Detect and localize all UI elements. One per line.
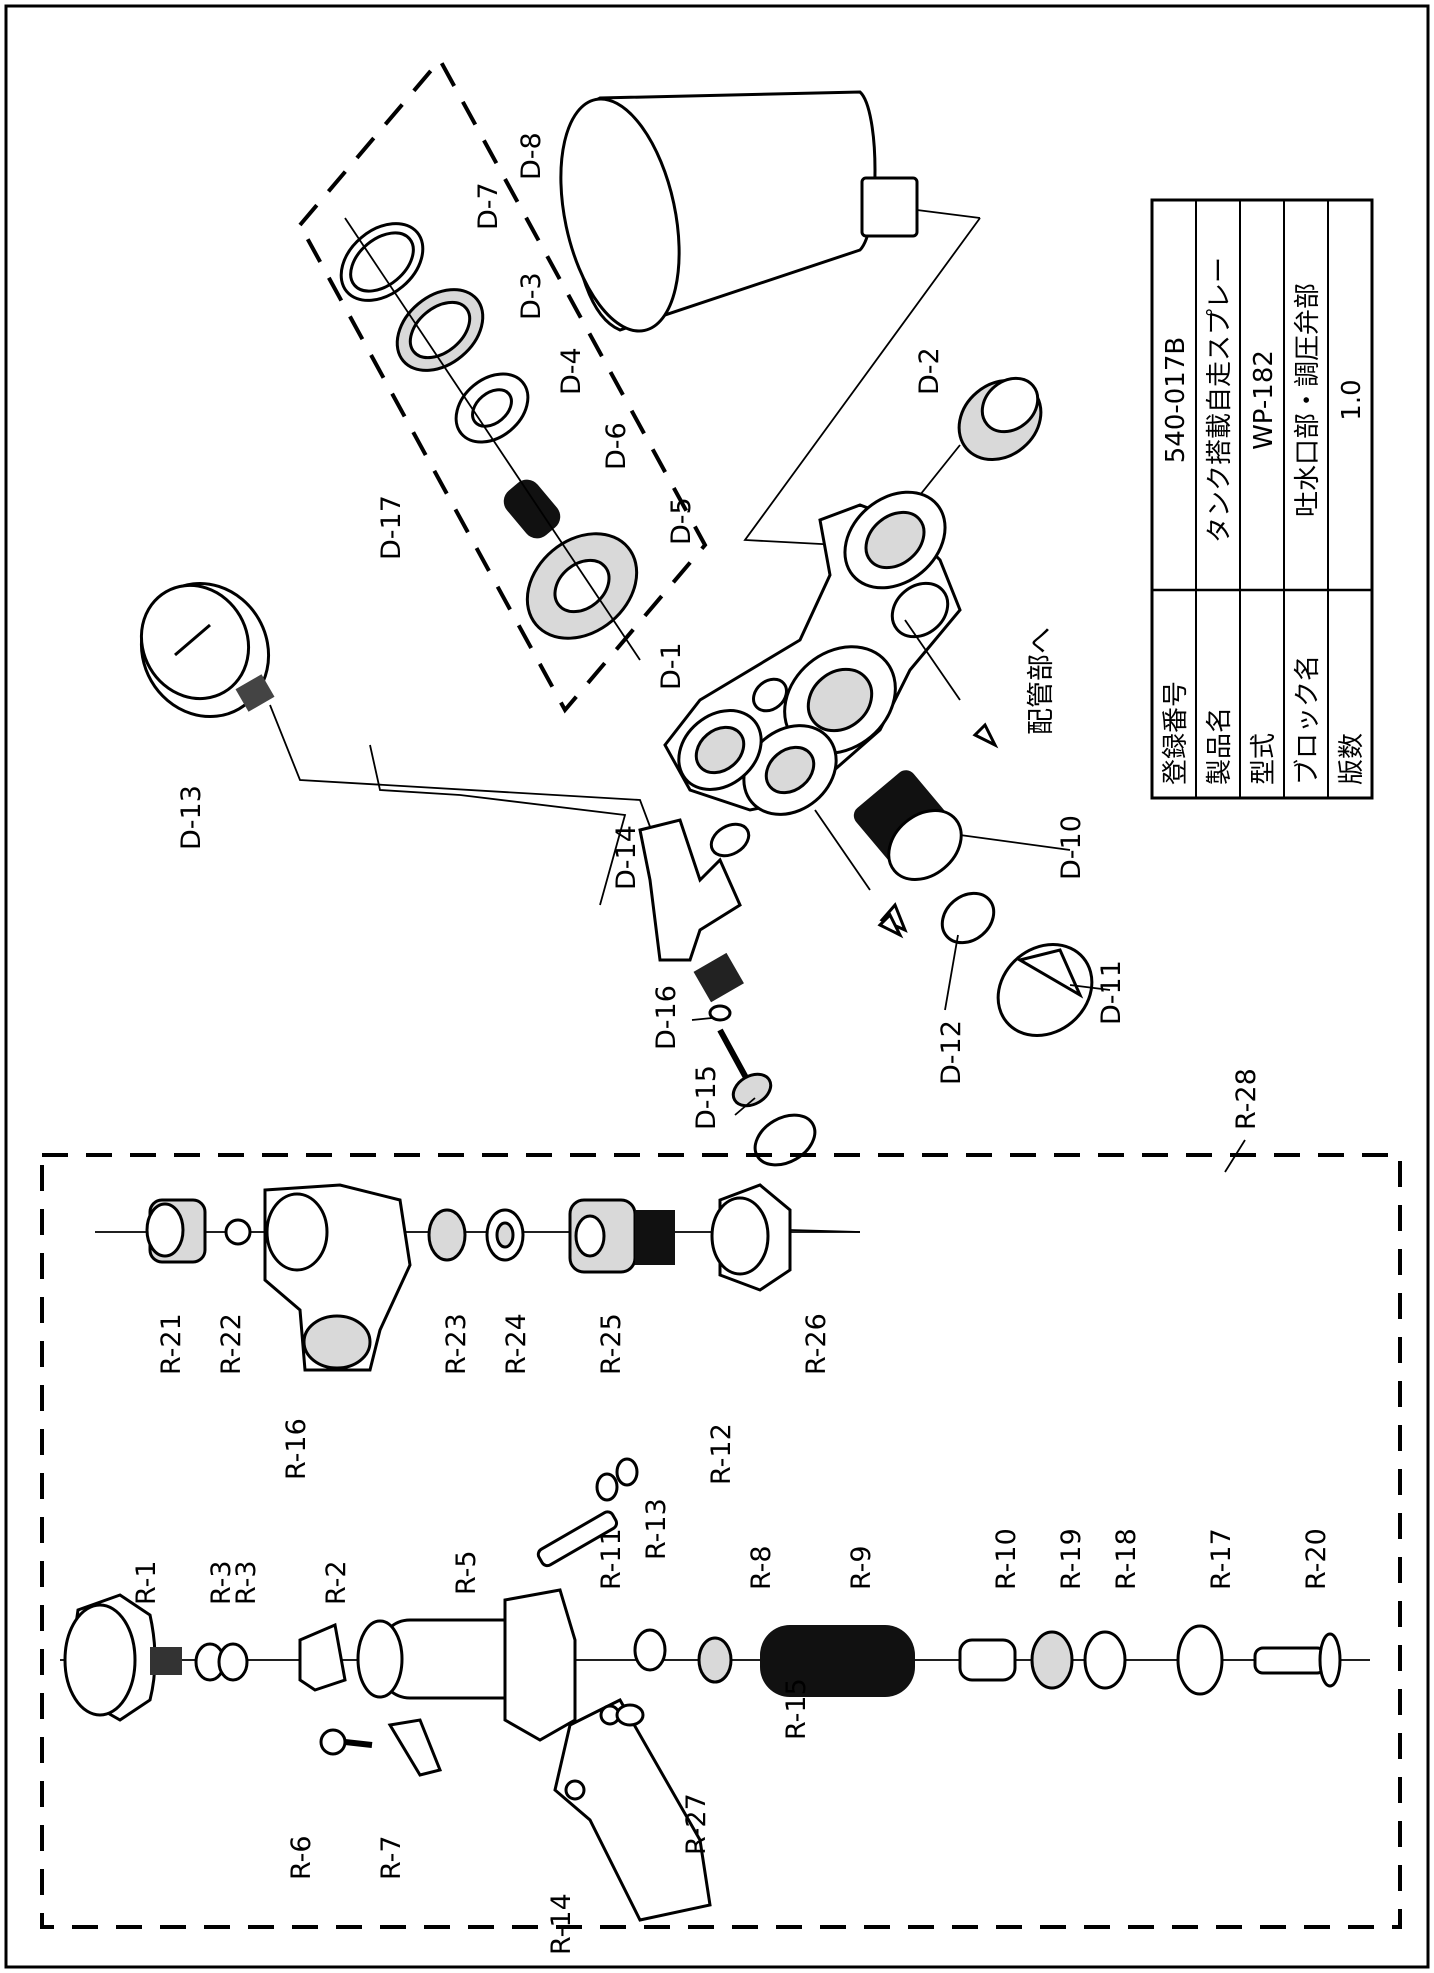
title-block-header: ブロック名 xyxy=(1293,655,1323,785)
r12-clip xyxy=(615,1457,639,1487)
r5-housing xyxy=(356,1588,577,1742)
title-block-value: 1.0 xyxy=(1337,379,1367,420)
r3-washer-b xyxy=(217,1642,249,1682)
part-label-d1: D-1 xyxy=(656,642,687,690)
manifold-d1 xyxy=(663,490,999,933)
r15-pin xyxy=(633,1628,667,1672)
part-label-r6: R-6 xyxy=(286,1835,317,1880)
part-label-d4: D-4 xyxy=(556,347,587,395)
r9-spring xyxy=(760,1625,915,1697)
part-label-d16: D-16 xyxy=(651,985,682,1050)
r10-spacer xyxy=(958,1638,1017,1682)
part-label-r3b: R-3 xyxy=(231,1560,262,1605)
part-label-r13: R-13 xyxy=(641,1498,672,1560)
part-label-r15: R-15 xyxy=(781,1678,812,1740)
tank-d8 xyxy=(559,90,981,546)
title-block-value: 540-017B xyxy=(1161,337,1191,463)
part-label-r2: R-2 xyxy=(321,1560,352,1605)
part-label-r11: R-11 xyxy=(596,1528,627,1590)
gauge-d13 xyxy=(139,581,671,881)
title-block-header: 製品名 xyxy=(1205,707,1235,785)
r28-group-outline xyxy=(40,1153,1402,1929)
valve-kit-parts xyxy=(339,217,641,661)
r2-lock-nut xyxy=(298,1622,347,1692)
r26-nut xyxy=(710,1183,861,1292)
part-label-r14: R-14 xyxy=(546,1893,577,1955)
r13-washer xyxy=(595,1472,619,1502)
part-label-d14: D-14 xyxy=(611,825,642,890)
part-label-r19: R-19 xyxy=(1056,1528,1087,1590)
part-label-d6: D-6 xyxy=(601,422,632,470)
r25-fitting xyxy=(568,1198,675,1274)
plug-d2 xyxy=(899,376,1043,521)
part-label-r22: R-22 xyxy=(216,1313,247,1375)
part-label-d2: D-2 xyxy=(914,347,945,395)
part-label-d17: D-17 xyxy=(376,495,407,560)
part-label-r24: R-24 xyxy=(501,1313,532,1375)
r19-washer xyxy=(1030,1630,1074,1690)
o-ring-d16 xyxy=(691,1004,732,1022)
part-label-d5: D-5 xyxy=(666,497,697,545)
title-block-header: 型式 xyxy=(1249,733,1279,785)
part-label-d8: D-8 xyxy=(516,132,547,180)
part-label-r1: R-1 xyxy=(131,1560,162,1605)
lower-assembly xyxy=(40,1139,1402,1929)
title-block-value: WP-182 xyxy=(1249,350,1279,450)
d6-spring xyxy=(503,479,561,539)
part-label-r28: R-28 xyxy=(1231,1068,1262,1130)
part-label-r10: R-10 xyxy=(991,1528,1022,1590)
title-block-value: 吐水口部・調圧弁部 xyxy=(1293,283,1323,517)
part-label-d12: D-12 xyxy=(936,1020,967,1085)
part-label-r23: R-23 xyxy=(441,1313,472,1375)
title-block-header: 版数 xyxy=(1337,733,1367,785)
part-label-d11: D-11 xyxy=(1096,960,1127,1025)
part-label-d15: D-15 xyxy=(691,1065,722,1130)
disc-d12 xyxy=(940,891,996,1011)
elbow-d14 xyxy=(369,744,904,1003)
title-block-header: 登録番号 xyxy=(1161,681,1191,785)
part-label-r18: R-18 xyxy=(1111,1528,1142,1590)
part-label-r25: R-25 xyxy=(596,1313,627,1375)
r8-cap xyxy=(697,1636,733,1684)
part-label-r21: R-21 xyxy=(156,1313,187,1375)
part-label-d10: D-10 xyxy=(1056,815,1087,880)
part-label-r20: R-20 xyxy=(1301,1528,1332,1590)
part-label-r12: R-12 xyxy=(706,1423,737,1485)
part-label-d13: D-13 xyxy=(176,785,207,850)
part-label-r17: R-17 xyxy=(1206,1528,1237,1590)
part-label-d7: D-7 xyxy=(473,182,504,230)
part-label-r16: R-16 xyxy=(281,1418,312,1480)
part-label-d3: D-3 xyxy=(516,272,547,320)
part-label-r5: R-5 xyxy=(451,1550,482,1595)
r11-pin xyxy=(536,1457,639,1568)
r20-stem xyxy=(1253,1632,1342,1688)
title-block-value: タンク搭載自走スプレー xyxy=(1205,257,1235,543)
d17-group-outline xyxy=(297,56,708,714)
annotation-to-piping: 配管部へ xyxy=(1026,627,1057,735)
r22-ball xyxy=(224,1218,252,1246)
screw-d15 xyxy=(717,1028,817,1167)
r17-seat xyxy=(1176,1624,1224,1696)
part-label-r9: R-9 xyxy=(846,1545,877,1590)
part-label-r8: R-8 xyxy=(746,1545,777,1590)
part-label-r27: R-27 xyxy=(681,1793,712,1855)
part-label-r3a: R-3 xyxy=(206,1560,237,1605)
upper-assembly xyxy=(139,56,1111,1167)
r21-nozzle xyxy=(145,1198,207,1264)
r23-r24-washers xyxy=(427,1208,525,1262)
fitting-d10 xyxy=(853,770,1071,881)
r27-washer xyxy=(615,1703,645,1727)
r6-bolt xyxy=(319,1728,373,1756)
part-label-r7: R-7 xyxy=(376,1835,407,1880)
part-label-r26: R-26 xyxy=(801,1313,832,1375)
page-border xyxy=(4,4,1430,1969)
r1-knob xyxy=(63,1593,182,1722)
r16-elbow-body xyxy=(263,1183,412,1372)
cap-d11 xyxy=(996,943,1111,1037)
r18-washer xyxy=(1083,1630,1127,1690)
r7-bracket xyxy=(387,1718,443,1777)
